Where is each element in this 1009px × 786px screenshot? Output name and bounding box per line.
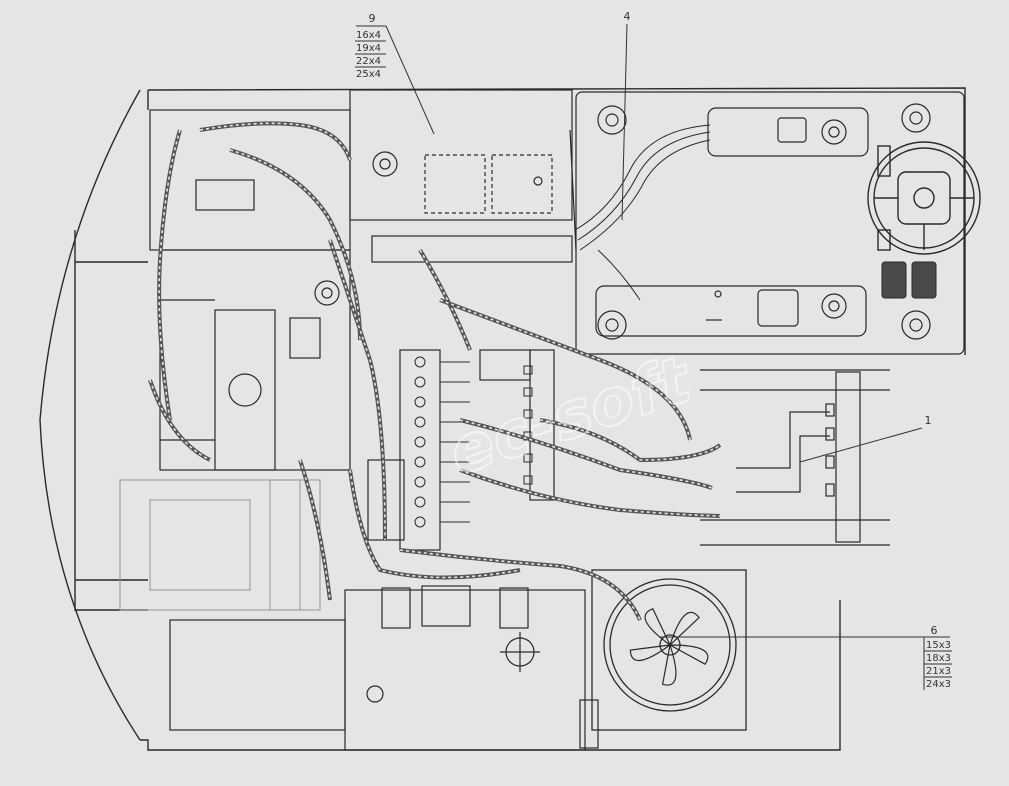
operator-cab	[575, 91, 965, 355]
callout-9-size-2: 19x4	[356, 43, 381, 54]
hose-braid	[399, 549, 641, 621]
hose-braid	[459, 419, 713, 489]
callout-6: 6 15x3 18x3 21x3 24x3	[660, 624, 952, 690]
hydraulic-hoses	[148, 121, 722, 621]
callout-1-label: 1	[925, 414, 932, 427]
callout-6-size-4: 24x3	[926, 679, 951, 690]
valve-port	[414, 456, 426, 468]
callout-6-size-1: 15x3	[926, 640, 951, 651]
mounting-plate	[349, 89, 577, 251]
valve-port-fitting	[523, 365, 533, 375]
hose-braid	[149, 379, 211, 461]
hose-braid	[349, 469, 521, 579]
hydraulic-hose	[157, 129, 182, 421]
hydraulic-hose	[399, 548, 642, 621]
valve-port-fitting	[523, 409, 533, 419]
hydraulic-hose	[148, 379, 211, 462]
valve-port-fitting	[523, 387, 533, 397]
cable-harness	[574, 124, 711, 301]
right-rails	[700, 369, 890, 546]
valve-port-fitting	[523, 453, 533, 463]
callout-1: 1	[799, 414, 932, 463]
hose-braid	[329, 239, 386, 541]
hydraulic-hose	[199, 121, 352, 161]
valve-port	[414, 496, 426, 508]
valve-port	[414, 356, 426, 368]
tank-assembly	[119, 479, 321, 611]
outer-body	[39, 87, 966, 751]
callout-9-size-1: 16x4	[356, 30, 381, 41]
callout-9-size-4: 25x4	[356, 69, 381, 80]
engine-block	[149, 109, 351, 471]
hose-braid	[459, 469, 721, 517]
valve-port	[414, 436, 426, 448]
valve-port	[414, 476, 426, 488]
hose-braid	[299, 459, 331, 601]
lower-compartments	[169, 585, 599, 751]
fan-blade	[629, 644, 671, 661]
callout-9-size-3: 22x4	[356, 56, 381, 67]
hose-braid	[158, 129, 181, 421]
callout-6-size-2: 18x3	[926, 653, 951, 664]
fan-blade	[644, 608, 671, 646]
fan-blades	[629, 608, 709, 686]
valve-ports	[414, 356, 533, 528]
valve-port	[414, 376, 426, 388]
fan-blade	[669, 644, 709, 665]
callout-4-label: 4	[624, 10, 631, 23]
pedals	[881, 261, 937, 299]
hose-braid	[229, 149, 361, 341]
fan-blade	[661, 644, 677, 686]
radiator	[591, 569, 747, 731]
callout-6-size-3: 21x3	[926, 666, 951, 677]
steering-wheel	[867, 141, 981, 255]
hydraulic-hose	[298, 459, 332, 601]
hose-braid	[439, 299, 691, 441]
callout-6-label: 6	[931, 624, 938, 637]
valve-port	[414, 396, 426, 408]
hose-braid	[419, 249, 471, 351]
callout-9: 9 16x4 19x4 22x4 25x4	[355, 12, 435, 135]
hose-braid	[199, 122, 351, 161]
fan-blade	[669, 611, 700, 646]
valve-port	[414, 416, 426, 428]
callout-9-label: 9	[369, 12, 376, 25]
valve-port	[414, 516, 426, 528]
hose-braid	[539, 419, 721, 461]
valve-port-fitting	[523, 475, 533, 485]
callout-4: 4	[621, 10, 631, 221]
